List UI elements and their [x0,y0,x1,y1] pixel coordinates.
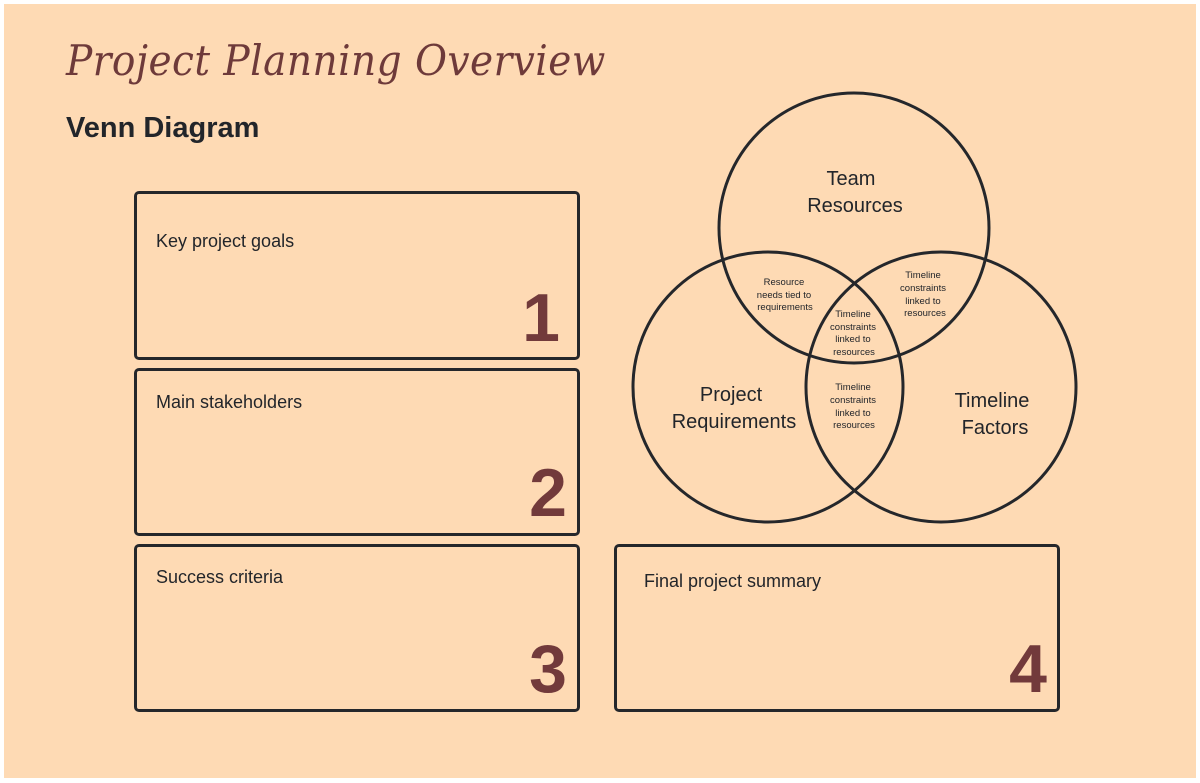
card-label: Success criteria [156,567,284,587]
label-team-resources-2: Resources [807,195,903,217]
page-title: Project Planning Overview [66,36,606,85]
overlap-team-timeline-2: constraints [900,283,946,294]
overlap-requirements-timeline-1: Timeline [835,382,871,393]
overlap-center-1: Timeline [835,309,871,320]
label-project-requirements-2: Requirements [672,411,797,433]
circle-project-requirements[interactable] [631,250,905,524]
card-number: 4 [1009,631,1047,707]
overlap-team-timeline-3: linked to [905,296,940,307]
overlap-team-requirements-1: Resource [764,277,805,288]
card-main-stakeholders[interactable]: Main stakeholders 2 [134,368,580,536]
card-key-project-goals[interactable]: Key project goals 1 [134,191,580,360]
overlap-center-4: resources [833,347,875,358]
label-timeline-factors-1: Timeline [955,390,1030,412]
overlap-requirements-timeline-4: resources [833,420,875,431]
card-final-project-summary[interactable]: Final project summary 4 [614,544,1060,712]
card-success-criteria[interactable]: Success criteria 3 [134,544,580,712]
overlap-requirements-timeline-3: linked to [835,408,870,419]
overlap-team-timeline-4: resources [904,308,946,319]
card-label: Main stakeholders [156,392,303,412]
label-timeline-factors-2: Factors [962,417,1029,439]
overlap-requirements-timeline-2: constraints [830,395,876,406]
overlap-team-requirements-2: needs tied to [757,290,811,301]
card-label: Final project summary [644,571,822,591]
card-number: 1 [522,280,560,356]
overlap-team-timeline-1: Timeline [905,270,941,281]
label-team-resources-1: Team [827,168,876,190]
card-number: 3 [529,631,567,707]
overlap-center-3: linked to [835,334,870,345]
card-label: Key project goals [156,231,295,251]
card-number: 2 [529,455,567,531]
circle-team-resources[interactable] [717,91,991,365]
circle-timeline-factors[interactable] [804,250,1078,524]
label-project-requirements-1: Project [700,384,763,406]
diagram-subtitle: Venn Diagram [66,112,260,144]
overlap-center-2: constraints [830,322,876,333]
overlap-team-requirements-3: requirements [757,302,813,313]
canvas [4,4,1196,778]
